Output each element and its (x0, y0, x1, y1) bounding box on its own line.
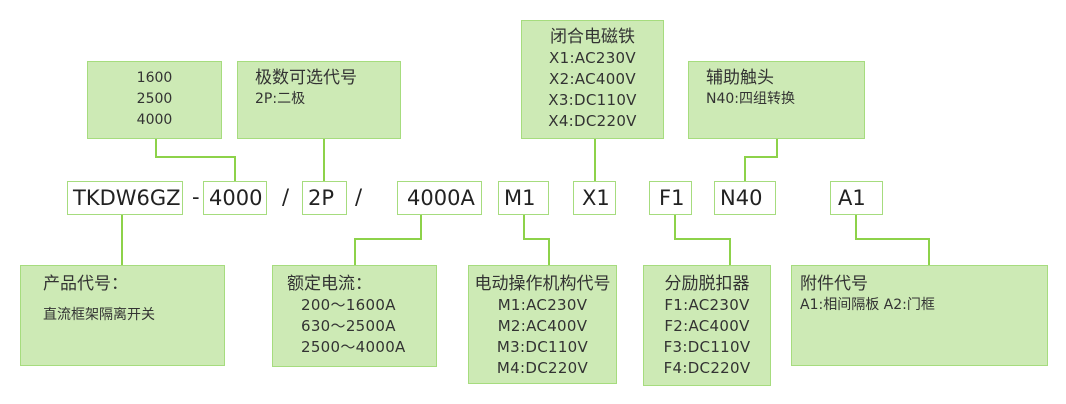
aux-contact-option: N40:四组转换 (706, 91, 796, 107)
shunt-release-option: F3:DC110V (663, 338, 751, 356)
code-segment-current: 4000A (397, 181, 482, 215)
closing-coil-title: 闭合电磁铁 (550, 27, 635, 47)
connector-line (523, 238, 550, 240)
connector-line (548, 238, 550, 265)
code-separator-dash: - (192, 185, 200, 209)
connector-line (729, 238, 731, 265)
motor-operator-title: 电动操作机构代号 (474, 274, 611, 294)
connector-line (234, 156, 236, 181)
motor-operator-option: M2:AC400V (497, 317, 588, 335)
code-separator-slash: / (282, 185, 290, 209)
connector-line (776, 139, 778, 158)
code-segment-frame: 4000 (203, 181, 267, 215)
connector-line (855, 238, 930, 240)
rated-current-option: 200～1600A (301, 296, 396, 314)
shunt-release-option: F1:AC230V (664, 296, 750, 314)
accessory-code-option: A1:相间隔板 A2:门框 (800, 297, 935, 313)
frame-size-box: 1600 2500 4000 (87, 61, 222, 139)
connector-line (744, 156, 778, 158)
product-code-desc: 直流框架隔离开关 (43, 307, 155, 323)
rated-current-box: 额定电流： 200～1600A 630～2500A 2500～4000A (272, 265, 437, 367)
aux-contact-title: 辅助触头 (706, 68, 774, 88)
frame-size-option: 1600 (136, 70, 173, 86)
motor-operator-option: M4:DC220V (496, 359, 589, 377)
code-segment-poles: 2P (302, 181, 347, 215)
connector-line (928, 238, 930, 265)
accessory-code-title: 附件代号 (800, 274, 868, 294)
shunt-release-title: 分励脱扣器 (664, 274, 750, 294)
connector-line (121, 215, 123, 265)
frame-size-option: 2500 (136, 91, 173, 107)
connector-line (354, 238, 356, 265)
shunt-release-box: 分励脱扣器 F1:AC230V F2:AC400V F3:DC110V F4:D… (643, 265, 771, 386)
motor-operator-option: M3:DC110V (496, 338, 589, 356)
code-separator-slash: / (355, 185, 363, 209)
poles-box: 极数可选代号 2P:二极 (237, 61, 401, 139)
frame-size-option: 4000 (136, 112, 173, 128)
code-segment-closing: X1 (573, 181, 616, 215)
connector-line (674, 215, 676, 240)
rated-current-title: 额定电流： (287, 274, 372, 294)
motor-operator-box: 电动操作机构代号 M1:AC230V M2:AC400V M3:DC110V M… (468, 265, 617, 384)
product-code-box: 产品代号： 直流框架隔离开关 (20, 265, 225, 366)
product-code-title: 产品代号： (43, 274, 128, 294)
rated-current-option: 2500～4000A (301, 338, 406, 356)
connector-line (523, 215, 525, 240)
connector-line (420, 215, 422, 240)
code-segment-accessory: A1 (830, 181, 883, 215)
connector-line (594, 139, 596, 181)
motor-operator-option: M1:AC230V (497, 296, 588, 314)
connector-line (155, 156, 236, 158)
poles-title: 极数可选代号 (255, 68, 357, 88)
connector-line (323, 139, 325, 181)
closing-coil-box: 闭合电磁铁 X1:AC230V X2:AC400V X3:DC110V X4:D… (521, 20, 664, 139)
rated-current-option: 630～2500A (301, 317, 396, 335)
shunt-release-option: F2:AC400V (664, 317, 750, 335)
code-segment-shunt: F1 (649, 181, 692, 215)
connector-line (674, 238, 731, 240)
closing-coil-option: X4:DC220V (548, 112, 637, 130)
code-segment-product: TKDW6GZ (67, 181, 183, 215)
poles-option: 2P:二极 (255, 91, 306, 107)
closing-coil-option: X2:AC400V (549, 70, 636, 88)
closing-coil-option: X3:DC110V (548, 91, 637, 109)
connector-line (744, 156, 746, 181)
connector-line (354, 238, 422, 240)
aux-contact-box: 辅助触头 N40:四组转换 (688, 61, 865, 139)
connector-line (155, 139, 157, 158)
connector-line (855, 215, 857, 240)
code-segment-aux: N40 (714, 181, 776, 215)
accessory-code-box: 附件代号 A1:相间隔板 A2:门框 (791, 265, 1048, 366)
closing-coil-option: X1:AC230V (549, 49, 636, 67)
code-segment-motor: M1 (498, 181, 549, 215)
shunt-release-option: F4:DC220V (663, 359, 751, 377)
